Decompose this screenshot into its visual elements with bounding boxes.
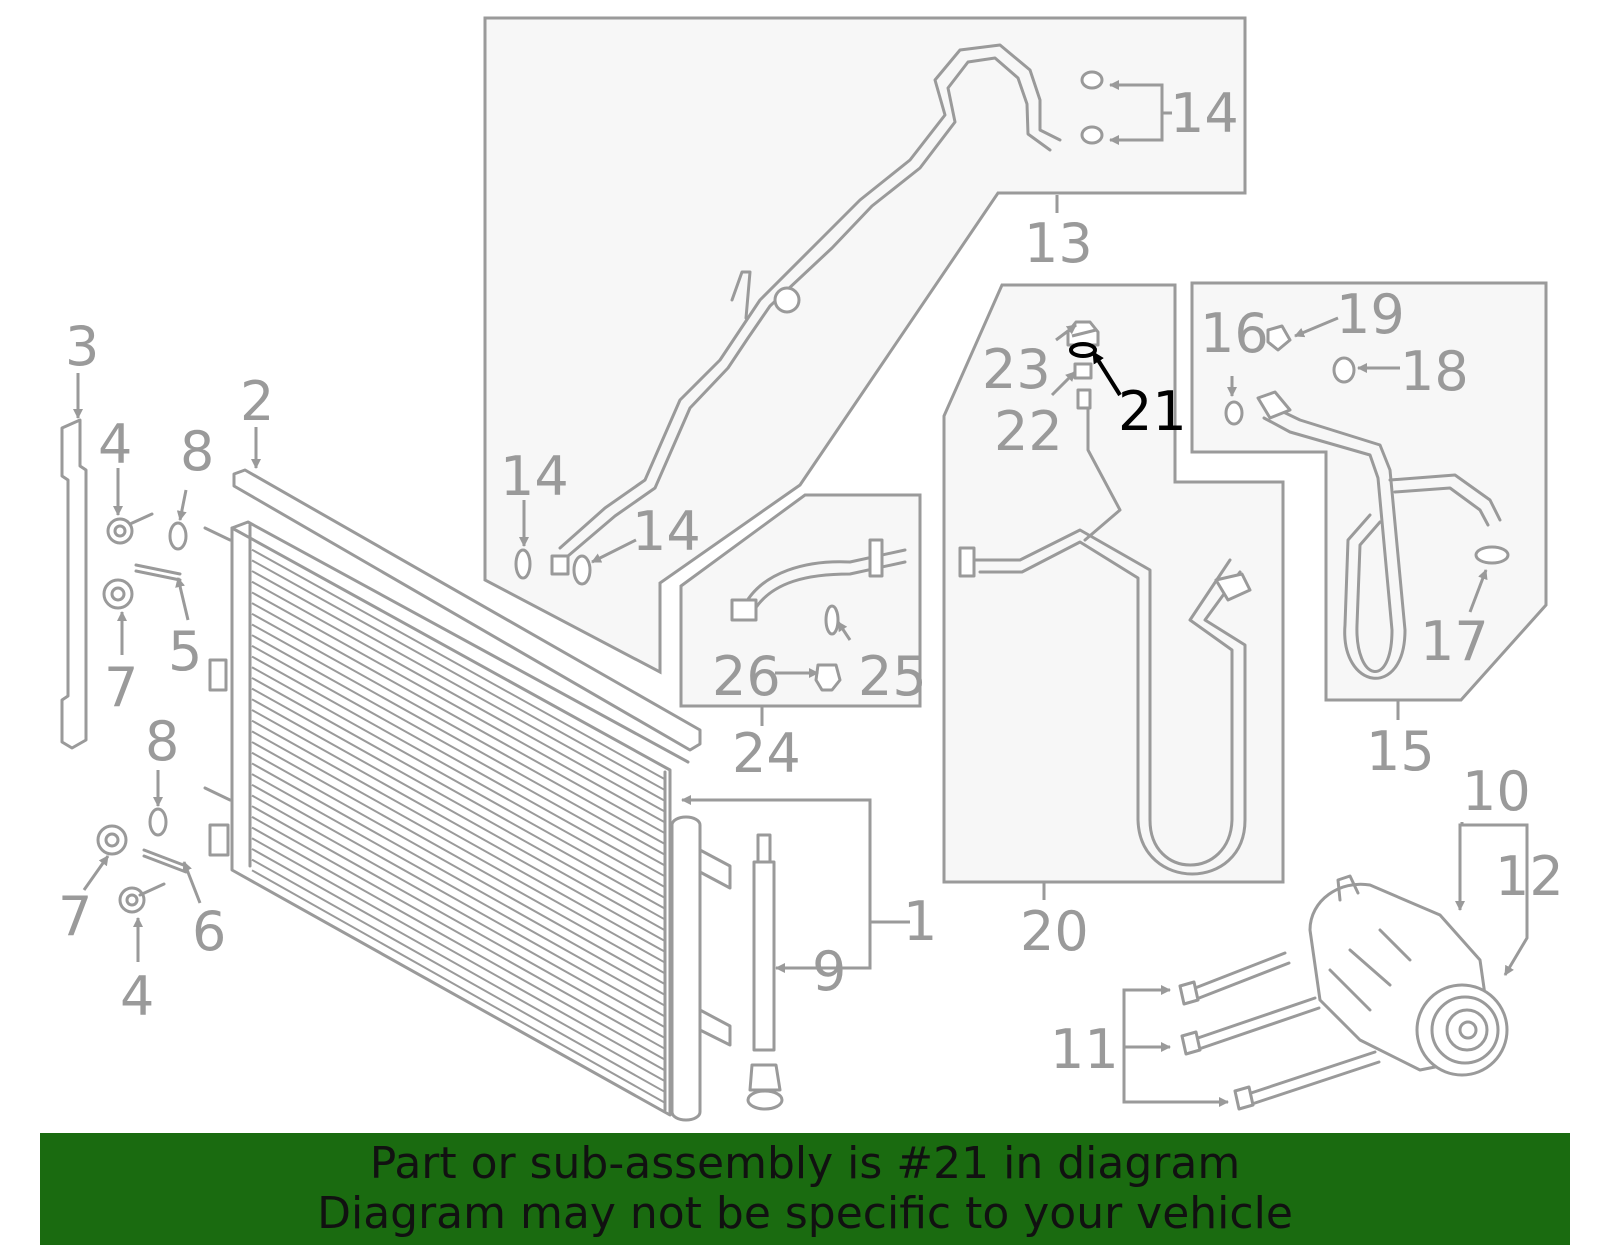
condenser-fin — [251, 826, 665, 1060]
callout-20: 20 — [1020, 900, 1089, 963]
condenser-fin — [251, 783, 665, 1017]
callout-18: 18 — [1400, 340, 1469, 403]
desiccant-cartridge — [746, 833, 784, 1111]
callout-labels: 1 2 3 4 4 5 6 7 7 8 8 9 10 11 12 13 14 1… — [58, 82, 1564, 1081]
box-20 — [942, 283, 1285, 884]
condenser-fin — [251, 816, 665, 1050]
callout-26: 26 — [712, 645, 781, 708]
callout-14a: 14 — [1170, 82, 1239, 145]
callout-5: 5 — [168, 620, 202, 683]
callout-21: 21 — [1118, 380, 1187, 443]
ac-compressor — [1308, 874, 1509, 1077]
seal-strip — [232, 468, 702, 752]
condenser-fin — [251, 591, 665, 823]
condenser-fin — [251, 612, 665, 845]
callout-4b: 4 — [120, 965, 154, 1028]
condenser-fin — [251, 837, 665, 1071]
callout-14b: 14 — [500, 445, 569, 508]
callout-8a: 8 — [180, 420, 214, 483]
condenser-fin — [251, 805, 665, 1039]
callout-3: 3 — [65, 315, 99, 378]
condenser-fin — [251, 730, 665, 963]
callout-6: 6 — [192, 900, 226, 963]
liquid-line-20 — [958, 320, 1252, 876]
mounting-bolts — [1178, 951, 1381, 1111]
condenser-fin — [251, 655, 665, 888]
callout-22: 22 — [994, 400, 1063, 463]
condenser-fin — [251, 762, 665, 996]
callout-14c: 14 — [632, 500, 701, 563]
leader-lines — [73, 80, 1529, 1107]
callout-7b: 7 — [58, 885, 92, 948]
condenser-fin — [251, 623, 665, 856]
callout-19: 19 — [1336, 283, 1405, 346]
box-24 — [679, 493, 922, 708]
callout-23: 23 — [982, 338, 1051, 401]
banner-line-disclaimer: Diagram may not be specific to your vehi… — [317, 1188, 1293, 1239]
callout-11: 11 — [1050, 1018, 1119, 1081]
condenser-fin — [251, 709, 665, 942]
info-banner: Part or sub-assembly is #21 in diagram D… — [40, 1133, 1570, 1245]
callout-7a: 7 — [104, 656, 138, 719]
condenser-fin — [251, 548, 665, 780]
condenser-fin — [251, 698, 665, 931]
condenser-fin — [251, 634, 665, 866]
callout-15: 15 — [1366, 720, 1435, 783]
discharge-hose-15 — [1224, 324, 1510, 680]
condenser-fin — [251, 580, 665, 812]
condenser-fin — [251, 677, 665, 910]
condenser-fin — [251, 666, 665, 899]
callout-25: 25 — [858, 645, 927, 708]
callout-8b: 8 — [145, 710, 179, 773]
callout-13: 13 — [1024, 212, 1093, 275]
condenser-fin — [251, 570, 665, 802]
condenser — [203, 520, 690, 1117]
callout-12: 12 — [1495, 845, 1564, 908]
callout-10: 10 — [1462, 760, 1531, 823]
callout-17: 17 — [1420, 610, 1489, 673]
condenser-fin — [251, 773, 665, 1007]
condenser-fin — [251, 848, 665, 1082]
fasteners-left — [96, 512, 188, 914]
condenser-fin — [251, 858, 665, 1093]
condenser-fin — [251, 602, 665, 834]
side-bracket — [60, 418, 88, 750]
callout-9: 9 — [812, 940, 846, 1003]
suction-hose — [514, 43, 1104, 586]
callout-4a: 4 — [98, 413, 132, 476]
receiver-drier — [670, 815, 732, 1122]
banner-line-part: Part or sub-assembly is #21 in diagram — [369, 1138, 1241, 1189]
box-13 — [483, 16, 1247, 675]
hose-24 — [730, 538, 907, 692]
condenser-fin — [251, 869, 665, 1104]
condenser-fin — [251, 559, 665, 791]
callout-16: 16 — [1200, 302, 1269, 365]
condenser-fin — [251, 719, 665, 953]
condenser-fin — [251, 751, 665, 985]
callout-24: 24 — [732, 722, 801, 785]
condenser-fin — [251, 687, 665, 920]
condenser-fin — [251, 645, 665, 877]
condenser-fin — [251, 794, 665, 1028]
callout-1: 1 — [903, 890, 937, 953]
condenser-fin — [251, 741, 665, 974]
box-15 — [1190, 281, 1548, 702]
callout-2: 2 — [240, 370, 274, 433]
